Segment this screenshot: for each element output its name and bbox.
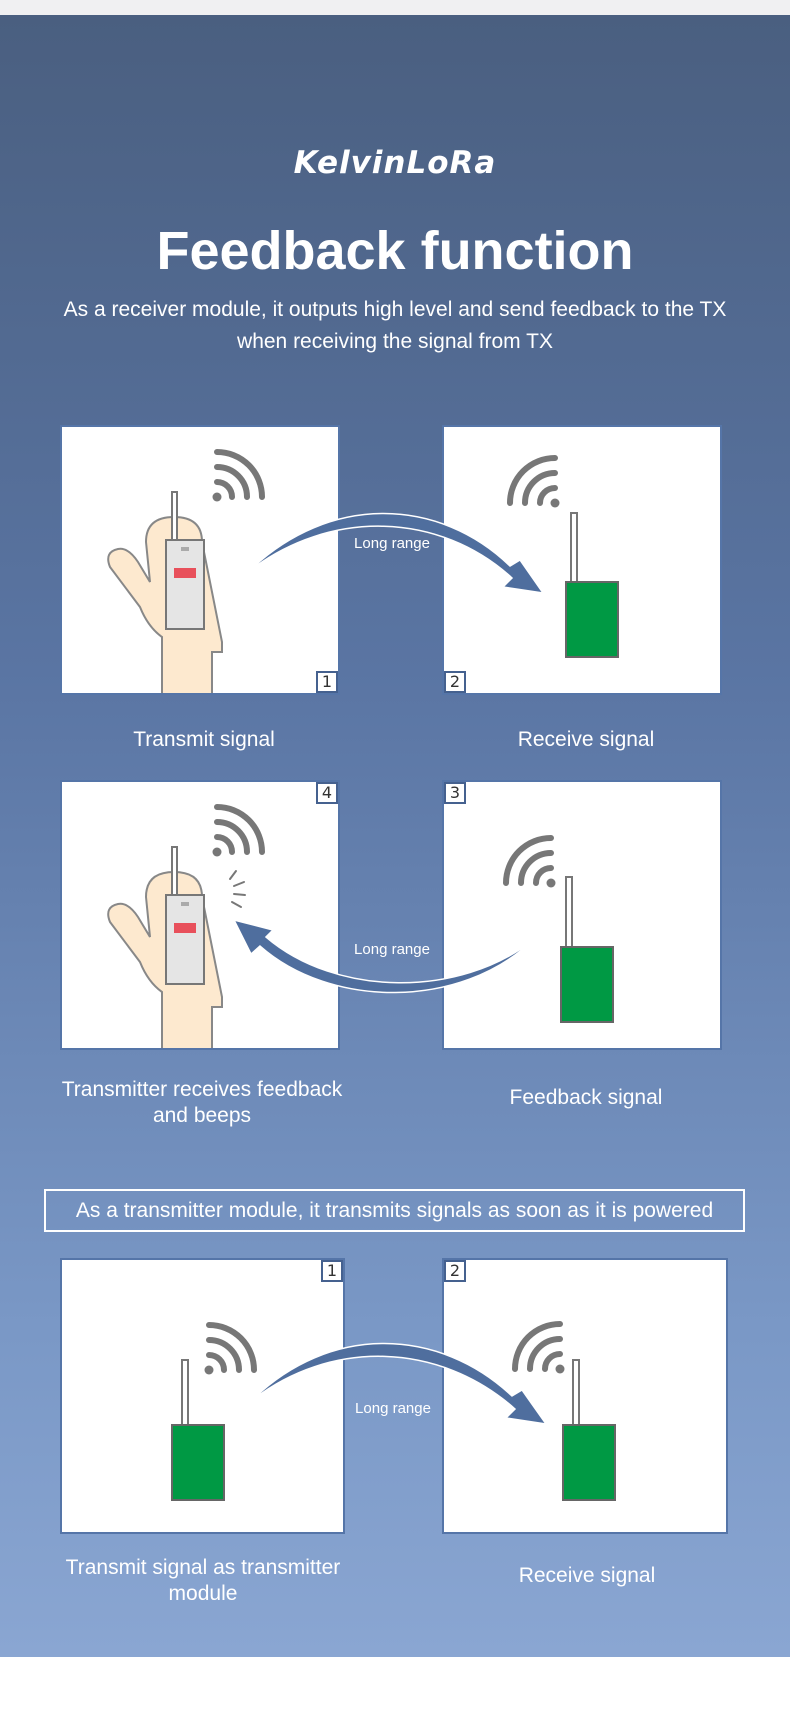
panel-transmit-as-transmitter: 1 [60, 1258, 345, 1534]
curved-arrow-icon [232, 918, 534, 994]
hand-remote-beep-illustration [107, 804, 265, 1048]
step-number-badge: 1 [316, 671, 338, 693]
caption-receive-signal-2: Receive signal [518, 1564, 656, 1587]
top-bar [0, 0, 790, 15]
caption-transmitter-beeps: Transmitter receives feedback and beeps [61, 1078, 343, 1127]
curved-arrow-icon [249, 1342, 548, 1426]
page-subtitle: As a receiver module, it outputs high le… [63, 298, 727, 353]
curved-arrow-icon [247, 512, 545, 595]
long-range-label: Long range [355, 1400, 431, 1417]
beep-lines-icon [229, 870, 246, 908]
wifi-signal-icon [503, 835, 556, 888]
lora-module-icon [565, 512, 619, 658]
wifi-signal-icon [212, 449, 265, 502]
remote-in-hand-icon [107, 491, 223, 693]
feedback-illustration [503, 835, 614, 1023]
long-range-label: Long range [354, 535, 430, 552]
remote-in-hand-icon [107, 846, 223, 1048]
caption-receive-signal: Receive signal [517, 728, 655, 751]
step-number-badge: 3 [444, 782, 466, 804]
page-title: Feedback function [156, 221, 634, 281]
receiver-illustration-2 [512, 1321, 616, 1501]
caption-transmit-as-transmitter: Transmit signal as transmitter module [65, 1556, 341, 1605]
panel-feedback: 3 [442, 780, 722, 1050]
receiver-illustration [507, 455, 619, 658]
step-number-badge: 2 [444, 1260, 466, 1282]
transmitter-module-illustration [171, 1322, 257, 1501]
transmitter-mode-banner: As a transmitter module, it transmits si… [44, 1189, 745, 1232]
caption-feedback-signal: Feedback signal [509, 1086, 663, 1109]
hand-remote-illustration [107, 449, 265, 693]
lora-module-icon [171, 1359, 225, 1501]
wifi-signal-icon [212, 804, 265, 857]
long-range-label: Long range [354, 941, 430, 958]
brand-logo: KelvinLoRa [293, 145, 497, 181]
caption-transmit-signal: Transmit signal [133, 728, 275, 751]
wifi-signal-icon [507, 455, 560, 508]
step-number-badge: 2 [444, 671, 466, 693]
lora-module-icon [562, 1359, 616, 1501]
bottom-blank-area [0, 1657, 790, 1714]
wifi-signal-icon [512, 1321, 565, 1374]
panel-transmit: 1 [60, 425, 340, 695]
step-number-badge: 4 [316, 782, 338, 804]
panel-receive-2: 2 [442, 1258, 728, 1534]
wifi-signal-icon [204, 1322, 257, 1375]
step-number-badge: 1 [321, 1260, 343, 1282]
lora-module-icon [560, 876, 614, 1023]
panel-transmitter-beeps: 4 [60, 780, 340, 1050]
